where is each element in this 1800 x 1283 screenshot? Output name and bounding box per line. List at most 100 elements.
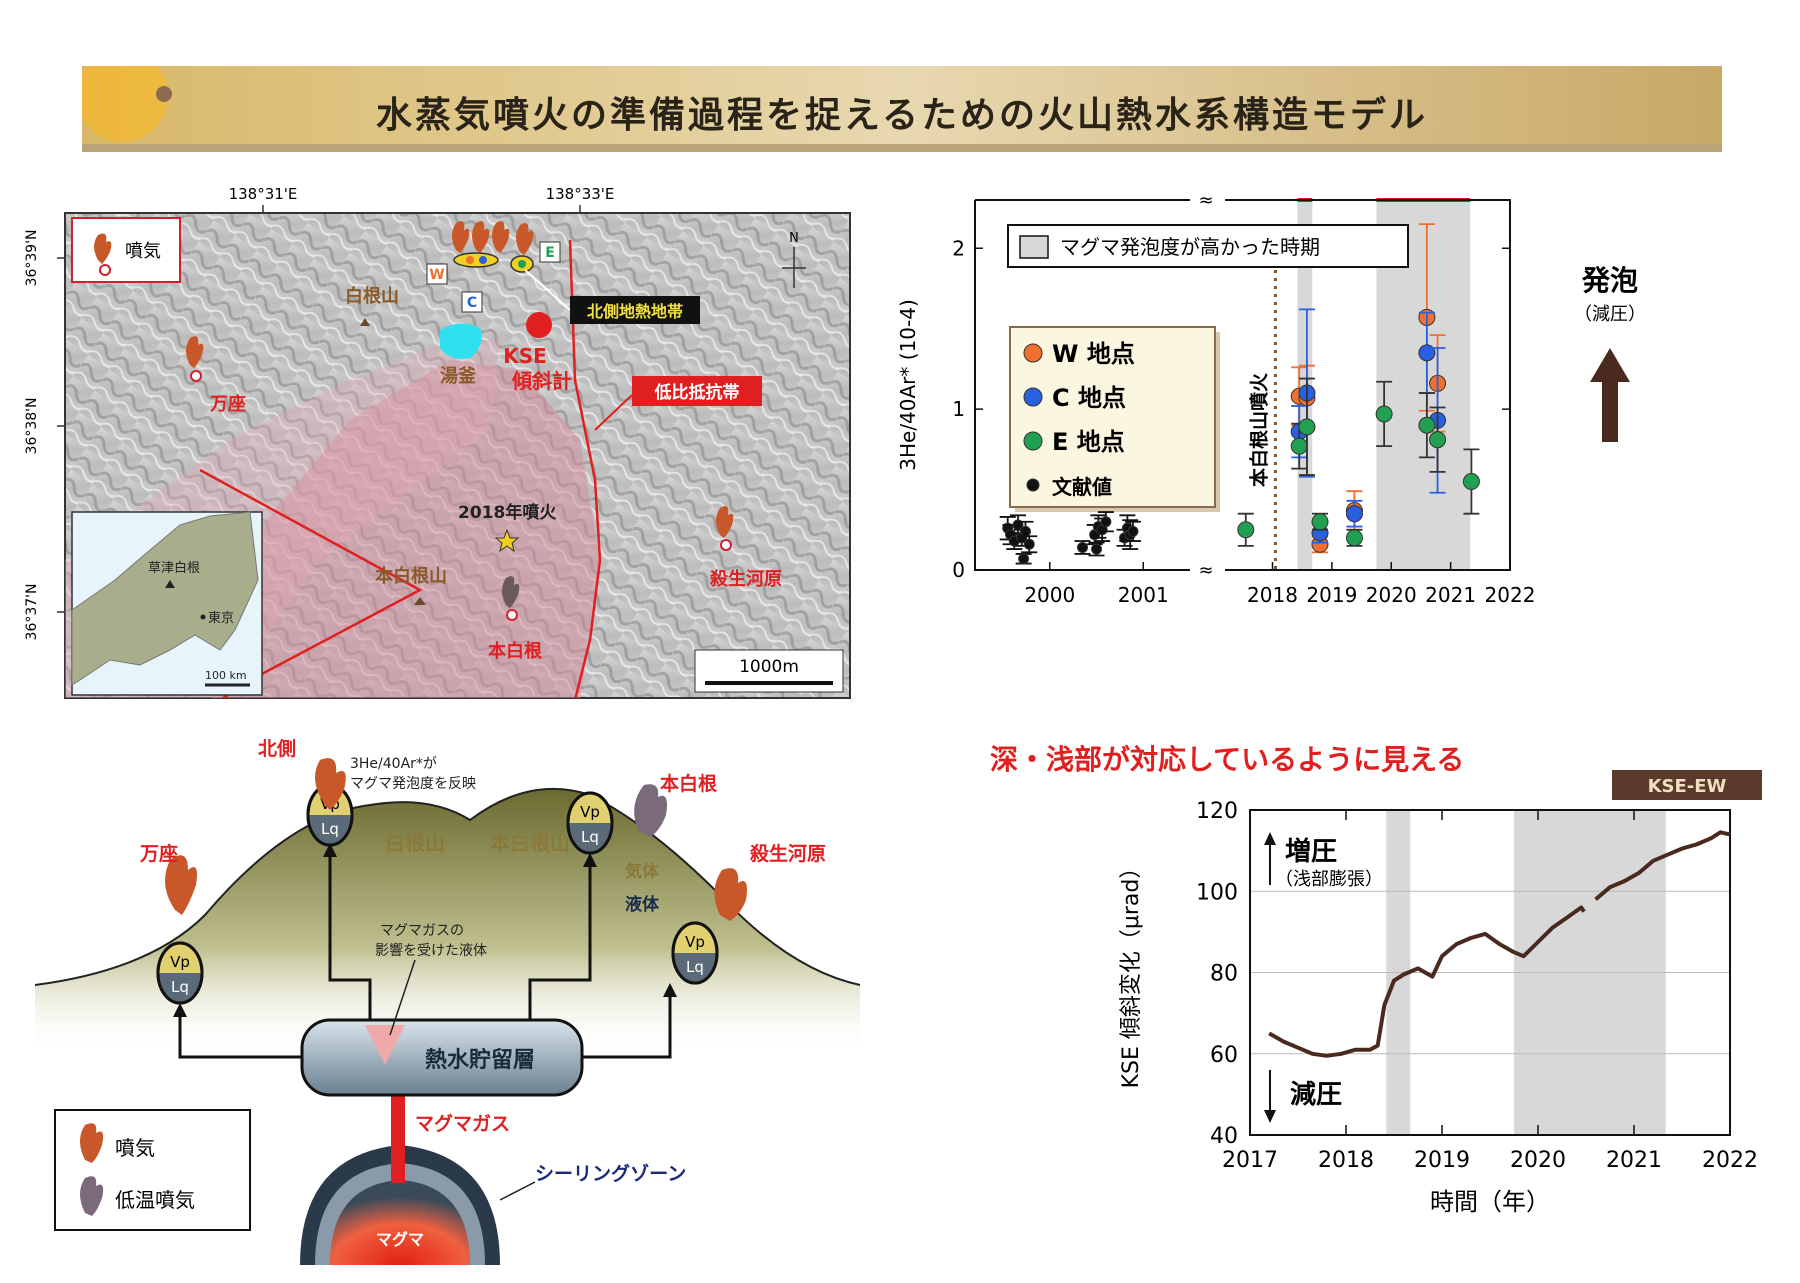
data-point <box>1091 543 1103 555</box>
axis-break-icon: ≈ <box>1198 560 1213 581</box>
x-tick-label: 2022 <box>1702 1148 1758 1173</box>
model-label-magma-gas: マグマガス <box>415 1112 510 1135</box>
model-label-ratio-note: 3He/40Ar*が <box>350 756 437 772</box>
y-tick-label: 120 <box>1196 799 1238 824</box>
data-point <box>1311 513 1329 531</box>
data-point <box>1019 525 1031 537</box>
map-label-sesshogawara: 殺生河原 <box>709 568 782 590</box>
model-label-north: 北側 <box>258 738 296 760</box>
data-point <box>1345 505 1363 523</box>
model-fumaroles <box>165 758 747 921</box>
legend-marker <box>1026 478 1040 492</box>
x-tick-label: 2020 <box>1366 583 1417 607</box>
north-geothermal-pointer <box>524 269 571 311</box>
legend-marker <box>1023 431 1043 451</box>
data-point <box>1237 521 1255 539</box>
model-label-ratio-note-line2: マグマ発泡度を反映 <box>350 776 476 792</box>
lat-label-36-39: 36°39'N <box>24 230 40 287</box>
mountain-marker-shirane <box>360 318 370 326</box>
data-point <box>1418 416 1436 434</box>
map-label-low-resistivity: 低比抵抗帯 <box>654 382 740 403</box>
x-tick-label: 2022 <box>1485 583 1536 607</box>
y-tick-label: 60 <box>1210 1043 1238 1068</box>
series-title: KSE-EW <box>1648 776 1727 797</box>
fumarole-icon <box>472 221 490 253</box>
map-label-manza: 万座 <box>209 393 246 415</box>
capsule-lq-label: Lq <box>171 978 189 996</box>
data-point <box>1100 516 1112 528</box>
hydrothermal-model-diagram: マグマ マグマガス シーリングゾーン 熱水貯留層 Vp Lq Vp Lq <box>34 738 861 1265</box>
x-tick-label: 2021 <box>1606 1148 1662 1173</box>
axis-break-icon: ≈ <box>1198 190 1213 211</box>
title-banner-background <box>76 50 1722 152</box>
x-axis-label: 時間（年） <box>1430 1188 1550 1216</box>
map-scale-label: 1000m <box>739 657 799 677</box>
capsule-vp-label: Vp <box>685 933 705 951</box>
data-point <box>1429 431 1447 449</box>
map-label-north-geothermal: 北側地熱地帯 <box>587 302 683 321</box>
site-c-tag <box>461 291 483 313</box>
fumarole-icon <box>94 233 112 264</box>
map-legend-box <box>71 217 181 283</box>
fumarole-site-icon <box>99 264 111 276</box>
kse-tiltmeter-marker <box>526 312 552 338</box>
legend-label: 文献値 <box>1052 475 1112 499</box>
capsule-lq-label: Lq <box>321 820 339 838</box>
site-marker-sesshogawara <box>720 539 732 551</box>
low-resistivity-zone <box>210 360 600 698</box>
fumarole-icon <box>714 868 747 921</box>
site-w-label: W <box>429 267 444 283</box>
fumarole-icon <box>186 336 204 368</box>
model-label-sesshogawara: 殺生河原 <box>749 842 826 865</box>
inset-tokyo-marker <box>200 614 206 620</box>
map-legend-fumarole-label: 噴気 <box>125 241 161 262</box>
capsule-vp-label: Vp <box>170 953 190 971</box>
up-arrow-head-icon <box>1590 348 1630 382</box>
capsule-manza: Vp Lq <box>156 941 204 1005</box>
data-point <box>1375 405 1393 423</box>
data-point <box>1127 525 1139 537</box>
x-tick-label: 2020 <box>1510 1148 1566 1173</box>
model-label-liquid: 液体 <box>625 894 660 915</box>
annotation-decrease: 減圧 <box>1290 1080 1342 1110</box>
sealing-zone-pointer <box>499 1181 536 1201</box>
tilt-series-line <box>1268 905 1586 1058</box>
data-point <box>1077 541 1088 553</box>
volcano-hills <box>35 788 860 1055</box>
shaded-legend-swatch <box>1019 235 1049 259</box>
map-ticks <box>57 205 581 613</box>
low-temp-fumarole-icon <box>80 1176 104 1216</box>
x-tick-label: 2019 <box>1306 583 1357 607</box>
fumarole-icon <box>80 1123 104 1163</box>
capsule-vp-label: Vp <box>580 803 600 821</box>
capsule-motoshirane: Vp Lq <box>566 791 614 855</box>
fumarole-icon <box>315 758 346 810</box>
title-banner: 水蒸気噴火の準備過程を捉えるための火山熱水系構造モデル <box>76 50 1722 152</box>
site-w-marker <box>466 256 474 264</box>
x-tick-label: 2018 <box>1318 1148 1374 1173</box>
annotation-increase: 増圧 <box>1285 837 1337 867</box>
model-label-motoshirane-san: 本白根山 <box>490 831 570 855</box>
series-title-box <box>1612 770 1762 800</box>
correlation-note: 深・浅部が対応しているように見える <box>990 743 1465 776</box>
low-resistivity-box <box>632 376 762 406</box>
site-marker-manza <box>190 370 202 382</box>
map-label-yugama: 湯釜 <box>440 365 477 387</box>
fumarole-icon <box>492 221 510 253</box>
legend-label: W 地点 <box>1052 340 1135 368</box>
x-tick-label: 2001 <box>1118 583 1169 607</box>
model-legend-fumarole: 噴気 <box>115 1136 155 1160</box>
eruption-star-icon <box>494 528 520 553</box>
model-label-manza: 万座 <box>139 842 178 865</box>
model-legend-low-temp-fumarole: 低温噴気 <box>115 1188 195 1212</box>
model-label-magma: マグマ <box>376 1230 424 1249</box>
fumarole-icon <box>165 855 197 915</box>
decrease-arrow-head-icon <box>1264 1110 1276 1123</box>
up-arrow-shaft-icon <box>1602 380 1618 442</box>
inset-label-tokyo: 東京 <box>208 610 234 626</box>
model-label-sealing-zone: シーリングゾーン <box>535 1162 686 1185</box>
site-e-label: E <box>545 245 555 261</box>
fumarole-icon <box>516 223 534 255</box>
map-label-motoshirane: 本白根 <box>488 640 542 662</box>
